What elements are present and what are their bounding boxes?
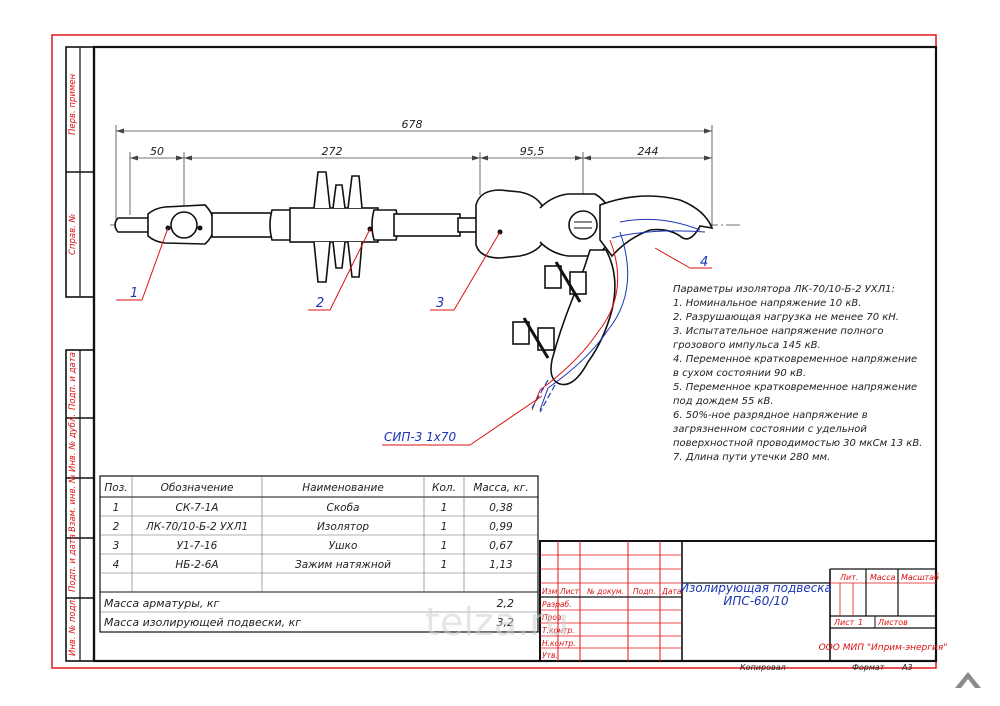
- mass-fittings-value: 2,2: [497, 597, 515, 610]
- caption-format-value: А3: [901, 663, 913, 672]
- params-line: грозового импульса 145 кВ.: [673, 340, 821, 351]
- part-eye: [475, 189, 613, 259]
- tb-col-data: Дата: [661, 587, 682, 596]
- dim-272: 272: [322, 145, 343, 158]
- params-line: 6. 50%-ное разрядное напряжение в: [673, 410, 868, 421]
- params-line: 7. Длина пути утечки 280 мм.: [673, 452, 830, 463]
- table-row: 1 СК-7-1А Скоба 1 0,38: [113, 502, 513, 514]
- cell-name: Скоба: [326, 502, 359, 514]
- dim-95-5: 95,5: [520, 145, 545, 158]
- cell-name: Зажим натяжной: [295, 559, 391, 571]
- table-row: 3 У1-7-16 Ушко 1 0,67: [113, 540, 513, 552]
- params-block: Параметры изолятора ЛК-70/10-Б-2 УХЛ1: 1…: [673, 284, 922, 463]
- params-line: загрязненном состоянии с удельной: [673, 424, 867, 435]
- cell-qty: 1: [441, 502, 448, 514]
- tb-name-line1: Изолирующая подвеска: [680, 581, 832, 595]
- mass-total-label: Масса изолирующей подвески, кг: [104, 616, 301, 629]
- tb-name-line2: ИПС-60/10: [723, 594, 789, 608]
- tb-org: ООО МИП "Иприм-энергия": [819, 643, 948, 653]
- spec-header-name: Наименование: [302, 482, 384, 494]
- part-insulator: [211, 171, 479, 283]
- side-inv-podl: Инв. № подл.: [68, 597, 78, 656]
- tb-col-list: Лист: [559, 587, 580, 596]
- params-line: 1. Номинальное напряжение 10 кВ.: [673, 298, 861, 309]
- params-line: 4. Переменное кратковременное напряжение: [673, 354, 917, 365]
- cell-qty: 1: [441, 540, 448, 552]
- cell-designation: ЛК-70/10-Б-2 УХЛ1: [145, 521, 248, 533]
- callout-cable: СИП-3 1х70: [384, 430, 457, 444]
- tb-utv: Утв.: [542, 651, 558, 660]
- dim-overall: 678: [402, 118, 423, 131]
- dimension-lines: 678 50 272 95,5 244: [115, 118, 713, 228]
- tb-razrab: Разраб.: [542, 600, 571, 609]
- callout-3: 3: [436, 296, 444, 311]
- dim-50: 50: [150, 145, 164, 158]
- spec-header-designation: Обозначение: [161, 482, 234, 494]
- cell-mass: 0,67: [489, 540, 513, 552]
- callout-1: 1: [130, 286, 138, 301]
- callouts: 1 2 3 4 СИП-3 1х70: [116, 227, 712, 446]
- tb-prov: Пров.: [542, 613, 564, 622]
- spec-header-mass: Масса, кг.: [473, 482, 528, 494]
- part-shackle: [114, 204, 215, 245]
- side-vzam-inv: Взам. инв. №: [68, 474, 78, 532]
- tb-lit: Лит.: [839, 573, 858, 582]
- mass-fittings-label: Масса арматуры, кг: [104, 597, 220, 610]
- cell-designation: СК-7-1А: [176, 502, 219, 514]
- tb-masshtab: Масштаб: [901, 573, 939, 582]
- mass-total-value: 3,2: [497, 616, 515, 629]
- title-block: Изм. Лист № докум. Подп. Дата Разраб. Пр…: [539, 540, 948, 662]
- side-perv-primen: Перв. примен: [68, 73, 78, 135]
- spec-header-pos: Поз.: [104, 482, 127, 494]
- tb-listov: Листов: [877, 618, 908, 627]
- spec-header-qty: Кол.: [432, 482, 456, 494]
- side-sprav: Справ. №: [68, 213, 78, 255]
- watermark: telza.ru: [425, 600, 569, 644]
- table-row: 4 НБ-2-6А Зажим натяжной 1 1,13: [113, 559, 513, 571]
- cell-name: Ушко: [329, 540, 358, 552]
- tb-tkontr: Т.контр.: [542, 626, 575, 635]
- cell-mass: 1,13: [489, 559, 512, 571]
- side-podp-data-1: Подп. и дата: [68, 352, 78, 410]
- cell-designation: У1-7-16: [177, 540, 218, 552]
- cell-mass: 0,99: [489, 521, 513, 533]
- cell-qty: 1: [441, 559, 448, 571]
- callout-4: 4: [700, 255, 708, 270]
- tb-list-label: Лист: [833, 618, 855, 627]
- part-tension-clamp: [512, 195, 714, 413]
- params-line: 5. Переменное кратковременное напряжение: [673, 382, 917, 393]
- params-title: Параметры изолятора ЛК-70/10-Б-2 УХЛ1:: [673, 284, 895, 295]
- callout-2: 2: [316, 296, 324, 311]
- params-line: под дождем 55 кВ.: [673, 396, 774, 407]
- cell-pos: 4: [113, 559, 120, 571]
- cell-pos: 3: [113, 540, 120, 552]
- tb-nkontr: Н.контр.: [542, 639, 576, 648]
- side-podp-data-2: Подп. и дата: [68, 534, 78, 592]
- params-line: в сухом состоянии 90 кВ.: [673, 368, 806, 379]
- tb-col-izm: Изм.: [542, 587, 560, 596]
- corner-logo-icon: [955, 672, 981, 688]
- params-line: 3. Испытательное напряжение полного: [673, 326, 884, 337]
- cell-pos: 2: [113, 521, 120, 533]
- tb-list-value: 1: [858, 618, 863, 627]
- tb-massa: Масса: [870, 573, 896, 582]
- side-inv-dubl: Инв. № дубл.: [68, 414, 78, 472]
- side-stamp: Перв. примен Справ. № Подп. и дата Инв. …: [65, 46, 95, 662]
- cell-name: Изолятор: [317, 521, 369, 533]
- cell-pos: 1: [113, 502, 120, 514]
- spec-table: Поз. Обозначение Наименование Кол. Масса…: [99, 475, 539, 633]
- cell-mass: 0,38: [489, 502, 513, 514]
- dim-244: 244: [638, 145, 659, 158]
- params-line: 2. Разрушающая нагрузка не менее 70 кН.: [673, 312, 899, 323]
- tb-col-podp: Подп.: [633, 587, 656, 596]
- caption-kopiroval: Копировал: [740, 663, 786, 672]
- cell-qty: 1: [441, 521, 448, 533]
- table-row: 2 ЛК-70/10-Б-2 УХЛ1 Изолятор 1 0,99: [113, 521, 513, 533]
- caption-format: Формат: [852, 663, 885, 672]
- params-line: поверхностной проводимостью 30 мкСм 13 к…: [673, 438, 922, 449]
- cell-designation: НБ-2-6А: [175, 559, 218, 571]
- tb-col-dokum: № докум.: [586, 587, 624, 596]
